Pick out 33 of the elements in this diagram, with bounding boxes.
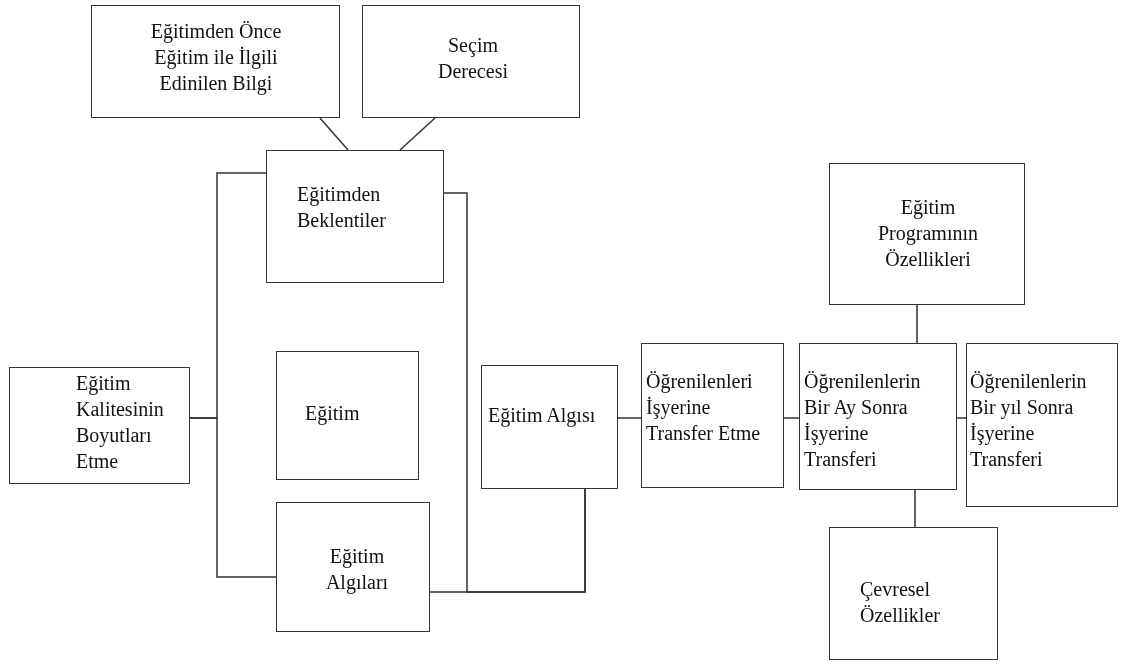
process-box [91,5,340,118]
box-label: Eğitim Programının Özellikleri [877,195,979,272]
process-box [829,163,1025,305]
box-label: Seçim Derecesi [437,33,509,84]
process-box [362,5,580,118]
box-label: Eğitimden Beklentiler [297,182,387,233]
process-box [966,343,1118,507]
box-label: Eğitimden Önce Eğitim ile İlgili Edinilen Bilgi [149,19,283,96]
process-box [266,150,444,283]
process-box [829,527,998,660]
connector-line [189,417,277,578]
box-label: Çevresel Özellikler [860,577,941,628]
connector-line [399,117,436,151]
process-box [799,343,957,490]
box-label: Eğitim Algısı [488,403,597,428]
process-box [9,367,190,484]
connector-line [429,488,586,593]
process-box [481,365,618,489]
connector-line [914,489,916,528]
connector-line [319,117,349,151]
connector-line [617,417,642,419]
process-box [276,351,419,480]
connector-line [783,417,800,419]
process-box [641,343,784,488]
process-box [276,502,430,632]
box-label: Öğrenilenlerin Bir yıl Sonra İşyerine Transferi [970,369,1088,472]
box-label: Eğitim [305,401,361,426]
connector-line [956,417,967,419]
box-label: Eğitim Algıları [324,544,390,595]
box-label: Eğitim Kalitesinin Boyutları Etme [76,371,165,474]
box-label: Öğrenilenleri İşyerine Transfer Etme [646,369,762,446]
connector-line [916,304,918,344]
box-label: Öğrenilenlerin Bir Ay Sonra İşyerine Transferi [804,369,922,472]
